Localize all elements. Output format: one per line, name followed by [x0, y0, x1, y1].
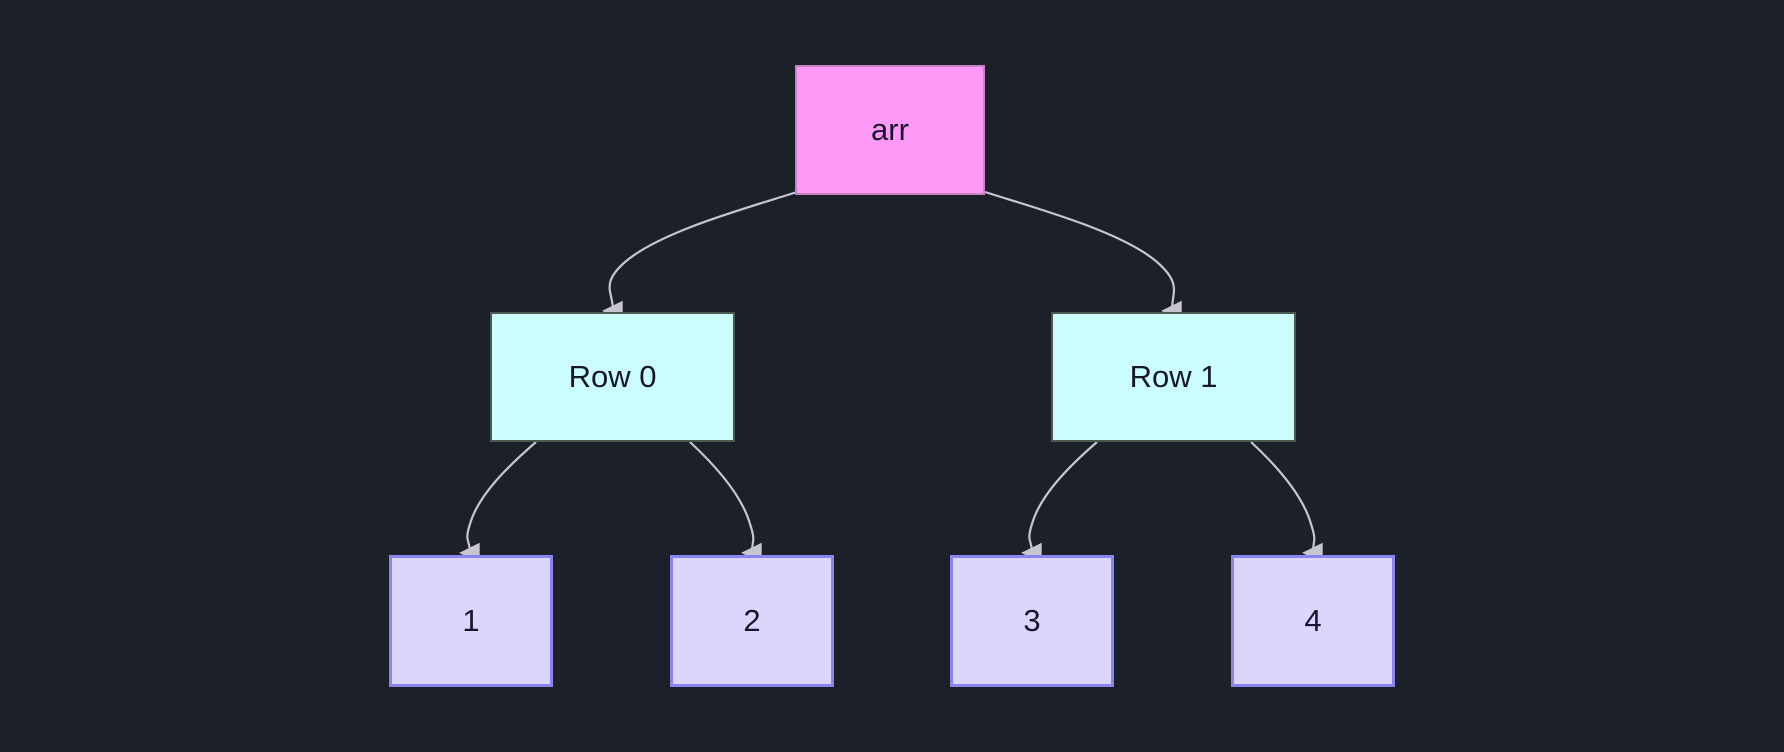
node-leaf-2-label: 2: [743, 602, 761, 638]
node-leaf-1-label: 1: [462, 602, 480, 638]
node-leaf-3[interactable]: 3: [950, 555, 1114, 687]
node-row-1[interactable]: Row 1: [1051, 312, 1296, 442]
edge-row1-to-leaf4: [1250, 441, 1323, 564]
edge-arr-to-row0: [602, 190, 798, 321]
node-arr[interactable]: arr: [795, 65, 985, 195]
edge-row0-to-leaf1: [459, 441, 537, 563]
node-row-1-label: Row 1: [1129, 358, 1218, 394]
node-arr-label: arr: [871, 111, 909, 147]
node-leaf-3-label: 3: [1023, 602, 1041, 638]
edge-row0-to-leaf2: [689, 441, 762, 564]
node-leaf-1[interactable]: 1: [389, 555, 553, 687]
node-leaf-4-label: 4: [1304, 602, 1322, 638]
node-leaf-2[interactable]: 2: [670, 555, 834, 687]
edge-arr-to-row1: [984, 190, 1182, 322]
edge-row1-to-leaf3: [1021, 441, 1098, 563]
node-row-0[interactable]: Row 0: [490, 312, 735, 442]
node-row-0-label: Row 0: [568, 358, 657, 394]
node-leaf-4[interactable]: 4: [1231, 555, 1395, 687]
